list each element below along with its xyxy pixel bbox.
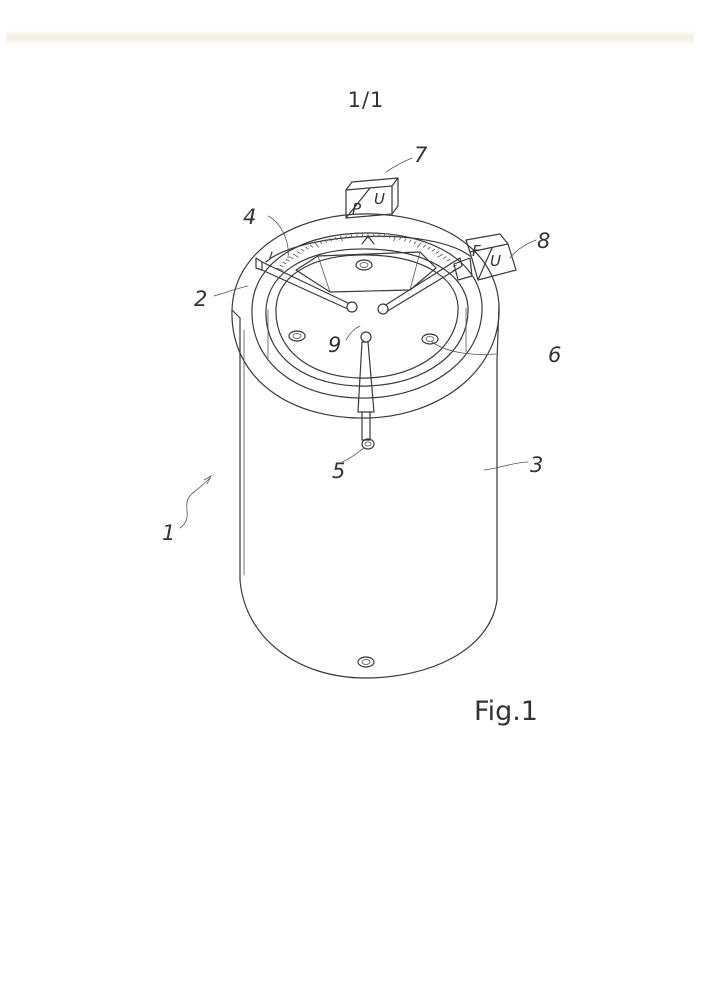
ref-numeral-5: 5 [332,459,345,483]
leader-lines [179,157,537,529]
scale-tick [408,239,412,243]
box8-right-label: U [490,252,501,270]
scale-tick [309,244,314,248]
box8-left-label: F [472,242,481,260]
scale-tick [404,238,407,242]
scale-tick [296,251,301,254]
sensor-box-8: F U [453,233,517,281]
scale-tick [340,235,343,242]
scale-tick [319,241,323,245]
scale-tick [314,242,320,248]
pointer-arm-front [357,331,375,450]
ref-numeral-2: 2 [194,287,207,311]
pivot-plates [295,251,437,293]
ref-numeral-4: 4 [243,205,256,229]
scale-tick [388,235,391,239]
figure-label: Fig.1 [474,696,538,727]
scale-tick [446,258,451,262]
scale-tick [305,246,309,250]
ref-numeral-6: 6 [548,343,561,367]
sheet-number: 1/1 [347,88,385,112]
scale-tick [289,256,294,259]
inner-lip [251,232,483,399]
scale-tick [431,248,435,252]
scale-tick [334,236,337,241]
outer-rim [231,213,500,419]
ref-numeral-9: 9 [328,333,341,357]
scale-tick [413,241,417,245]
scale-tick [276,267,284,271]
cylinder-body [239,317,498,679]
screw-hole-top [355,259,373,271]
scan-artifact-strip [6,30,694,46]
screw-hole-left [288,330,306,342]
scale-tick [292,253,299,258]
pointer-arm-right [377,257,463,315]
scale-tick [435,251,440,254]
drain-port-icon [357,656,375,668]
scale-tick [285,258,290,262]
scale-tick [282,261,287,265]
scale-tick [437,253,444,258]
scale-tick [416,242,422,248]
ref-numeral-3: 3 [530,453,543,477]
scale-tick [350,234,353,238]
ref-numeral-7: 7 [414,143,428,167]
sensor-box-7: P U [345,177,399,219]
scale-tick [324,239,328,243]
scale-tick [399,236,402,241]
scale-tick [301,248,305,252]
box7-left-label: P [352,200,362,218]
scale-tick [329,238,332,242]
scale-tick [279,264,284,267]
pointer-arm-left [255,257,358,313]
scale-tick [427,246,431,250]
dial-scale [265,233,471,271]
scale-tick [393,235,396,242]
ref-numeral-8: 8 [537,229,550,253]
ref-numeral-1: 1 [162,521,175,545]
scale-tick [383,234,386,238]
box7-right-label: U [374,190,385,208]
screw-hole-right [421,333,439,345]
scale-tick [442,256,447,259]
scale-tick [345,235,348,239]
scale-tick [422,244,427,248]
lid-plate [267,254,467,379]
